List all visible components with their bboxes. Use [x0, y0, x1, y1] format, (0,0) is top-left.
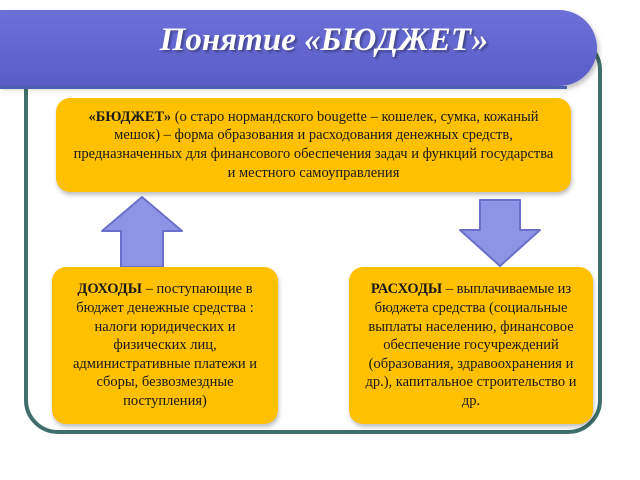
budget-definition-box: «БЮДЖЕТ» (о старо нормандского bougette … [56, 98, 571, 192]
income-box: ДОХОДЫ – поступающие в бюджет денежные с… [52, 267, 278, 424]
arrow-down-icon [459, 199, 541, 267]
income-description: – поступающие в бюджет денежные средства… [72, 281, 258, 409]
income-text: ДОХОДЫ – поступающие в бюджет денежные с… [60, 280, 270, 410]
income-term: ДОХОДЫ [77, 281, 143, 298]
arrow-up-icon [101, 196, 183, 268]
expense-description: – выплачиваемые из бюджета средства (соц… [365, 281, 577, 409]
title-banner [0, 10, 597, 86]
expense-term: РАСХОДЫ [370, 281, 443, 298]
expense-text: РАСХОДЫ – выплачиваемые из бюджета средс… [357, 280, 585, 410]
budget-term: «БЮДЖЕТ» [88, 108, 172, 125]
budget-description: (о старо нормандского bougette – кошелек… [73, 108, 554, 181]
page-title: Понятие «БЮДЖЕТ» [159, 22, 489, 58]
expense-box: РАСХОДЫ – выплачиваемые из бюджета средс… [349, 267, 593, 424]
budget-definition-text: «БЮДЖЕТ» (о старо нормандского bougette … [72, 108, 555, 182]
banner-underline [0, 86, 567, 89]
